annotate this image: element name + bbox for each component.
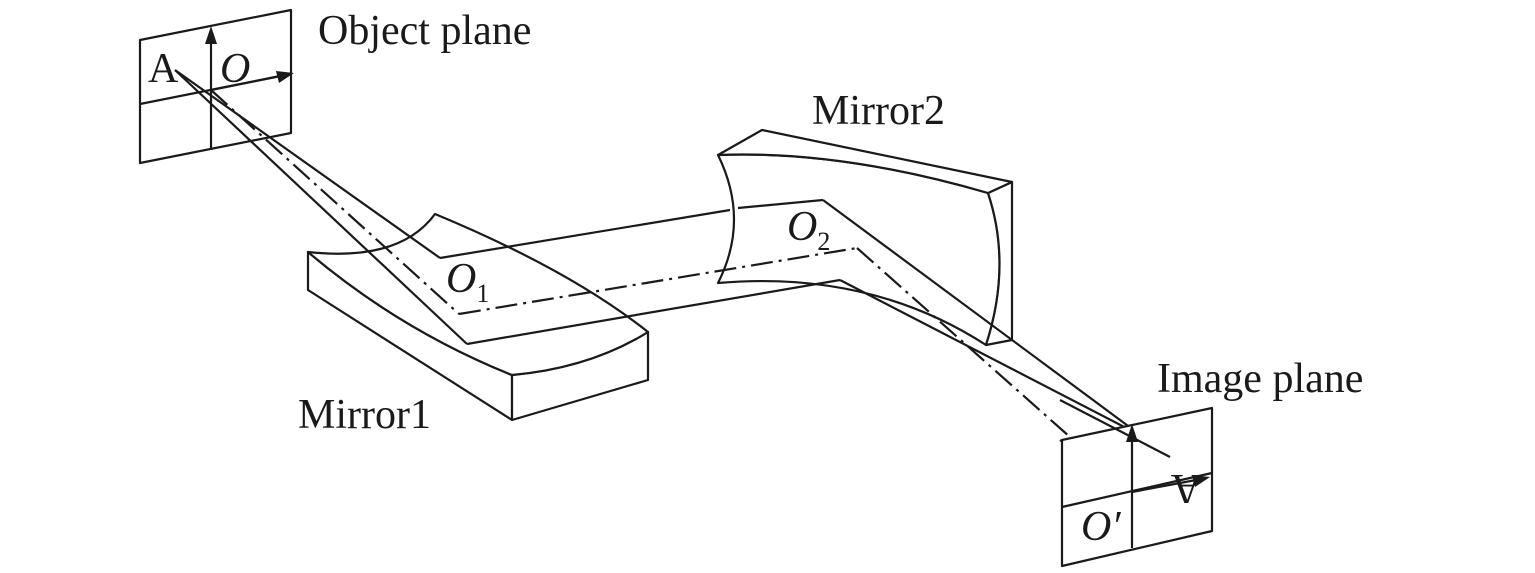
point-o2-label: O2 [787, 204, 830, 256]
ray-mirror2-to-image-lower [839, 279, 1135, 433]
point-a-label: A [148, 46, 179, 92]
point-a-inverted-label: A [1170, 465, 1201, 511]
ray-mirror2-to-image-upper [822, 199, 1171, 458]
image-plane-right-arrow [1192, 475, 1210, 487]
point-o1-label: O1 [446, 256, 489, 308]
mirror1-top-surface [306, 212, 650, 377]
point-o-label: O [220, 46, 250, 92]
image-plane-label: Image plane [1157, 356, 1363, 402]
ray-through-image-plane [1059, 399, 1171, 458]
object-plane-label: Object plane [318, 8, 531, 54]
object-plane-up-arrow [205, 26, 217, 44]
object-plane-right-axis [210, 74, 281, 92]
labels: Object plane Mirror2 Mirror1 Image plane… [148, 8, 1363, 550]
beam-between-mirrors [439, 198, 841, 346]
beam-top-edge [439, 208, 731, 260]
mirror2-side-face [984, 180, 1014, 347]
rays [174, 69, 1171, 458]
mirror2 [716, 128, 1014, 347]
image-plane-frame [1060, 406, 1214, 568]
ray-object-to-mirror1-upper [174, 69, 441, 259]
mirror1 [306, 212, 650, 422]
beam-bottom-edge [466, 278, 841, 346]
image-plane-up-arrow [1126, 424, 1138, 442]
ray-object-to-mirror1-lower [174, 69, 468, 345]
point-o2-subscript: 2 [817, 227, 830, 256]
image-plane [1059, 399, 1214, 568]
point-o2-letter: O [787, 204, 817, 250]
image-plane-right-axis [1131, 478, 1197, 494]
axis-object-to-mirror1 [210, 89, 460, 315]
mirror2-label: Mirror2 [812, 88, 945, 134]
axis-mirror1-to-mirror2 [458, 246, 858, 316]
point-o-prime-label: O′ [1081, 504, 1121, 550]
mirror1-label: Mirror1 [298, 392, 431, 438]
object-plane-right-arrow [276, 71, 294, 83]
mirror2-top-face [716, 128, 1014, 195]
point-o1-subscript: 1 [476, 279, 489, 308]
point-o1-letter: O [446, 256, 476, 302]
beam-top-edge-inner [737, 198, 824, 210]
